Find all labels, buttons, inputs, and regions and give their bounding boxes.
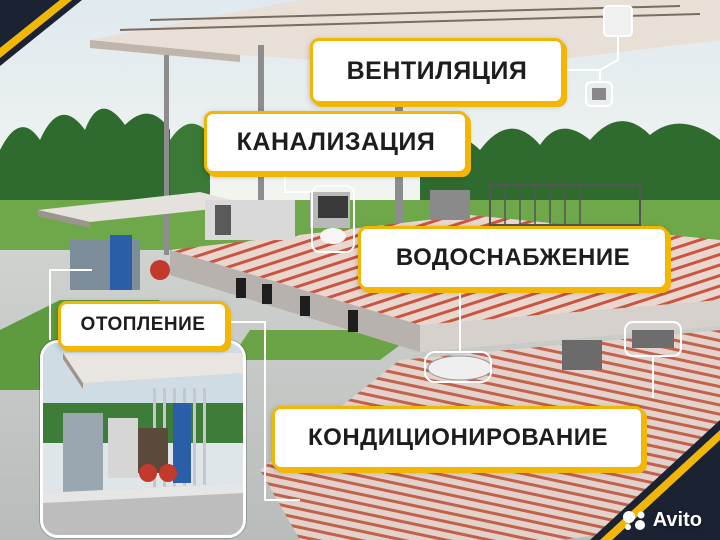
heating-inset-image: [40, 340, 246, 538]
sewage-callout: [311, 185, 355, 253]
avito-logo: Avito: [621, 509, 702, 532]
tree-line: [0, 108, 720, 215]
label-ventilation: ВЕНТИЛЯЦИЯ: [310, 38, 564, 104]
label-air-conditioning: КОНДИЦИОНИРОВАНИЕ: [272, 406, 644, 470]
label-sewage: КАНАЛИЗАЦИЯ: [204, 111, 468, 174]
avito-dots-icon: [622, 510, 645, 530]
water-callout: [424, 351, 492, 383]
label-heating: ОТОПЛЕНИЕ: [58, 301, 228, 349]
label-water-supply: ВОДОСНАБЖЕНИЕ: [358, 226, 668, 290]
avito-logo-text: Avito: [652, 509, 702, 531]
